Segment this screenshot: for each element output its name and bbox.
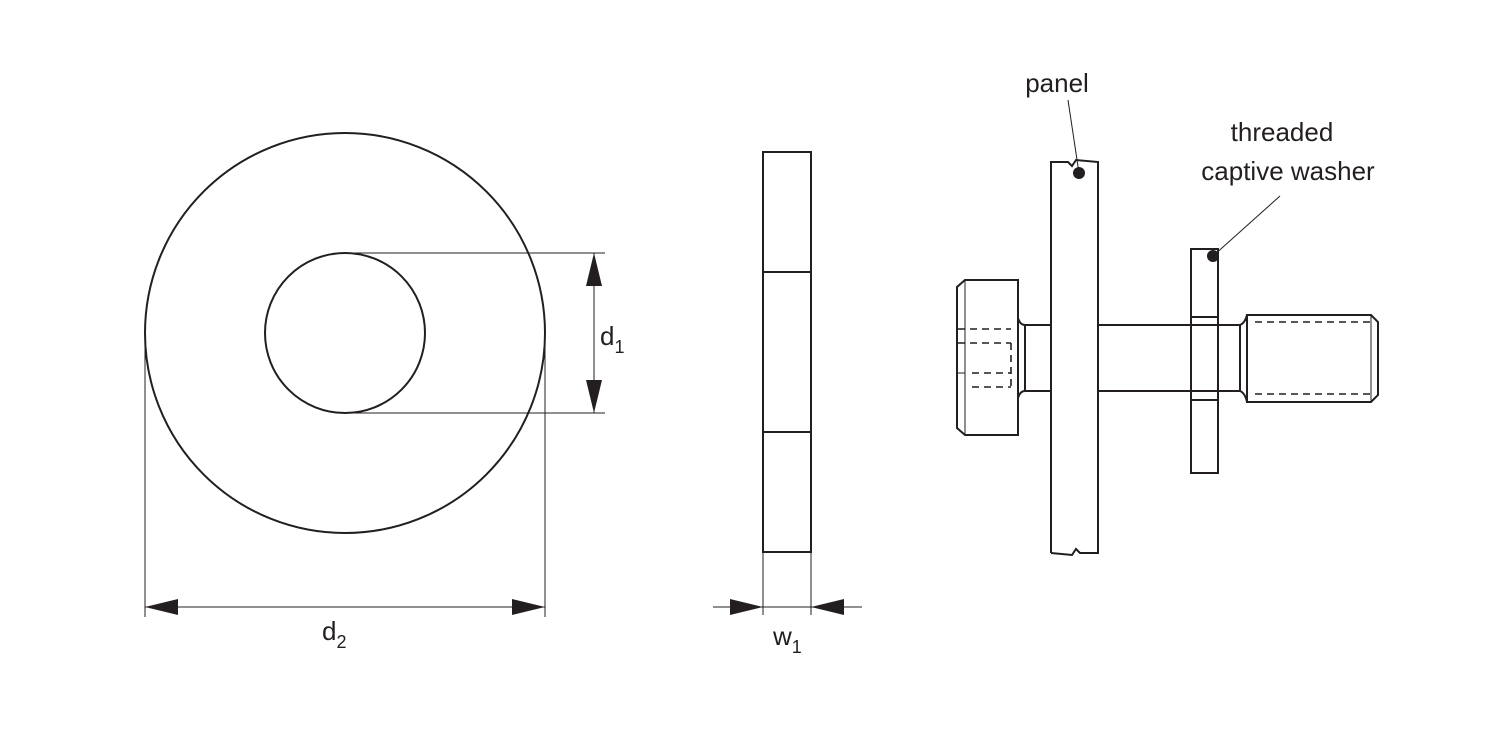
w1-dimension: w1 bbox=[713, 552, 862, 657]
d2-label: d2 bbox=[322, 616, 346, 652]
d1-label: d1 bbox=[600, 321, 624, 357]
washer-side-view: w1 bbox=[713, 151, 862, 657]
d1-dimension: d1 bbox=[345, 252, 624, 414]
washer-label-line2: captive washer bbox=[1201, 156, 1375, 186]
d2-dimension: d2 bbox=[144, 333, 546, 652]
inner-circle bbox=[264, 252, 426, 414]
assembly-view: panel threaded captive washer bbox=[956, 68, 1379, 557]
w1-label: w1 bbox=[772, 621, 802, 657]
washer-front-view: d1 d2 bbox=[144, 132, 624, 652]
washer-label-line1: threaded bbox=[1231, 117, 1334, 147]
panel: panel bbox=[1025, 68, 1099, 557]
screw-shank bbox=[1017, 314, 1248, 403]
outer-circle bbox=[144, 132, 546, 534]
captive-washer: threaded captive washer bbox=[1190, 117, 1375, 474]
panel-label: panel bbox=[1025, 68, 1089, 98]
screw-head bbox=[956, 279, 1019, 436]
screw-thread bbox=[1246, 314, 1379, 403]
